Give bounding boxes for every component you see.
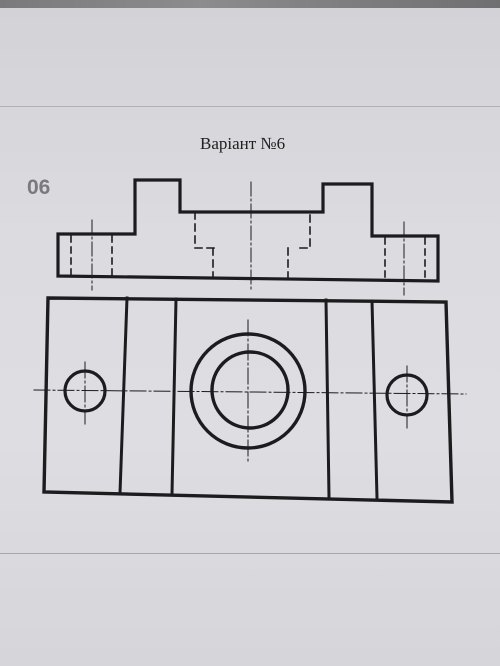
front-view-hidden-right-hole bbox=[384, 237, 426, 281]
front-view-centerlines bbox=[91, 181, 405, 296]
top-view-centerlines bbox=[33, 319, 467, 463]
plastic-sleeve-edge bbox=[0, 0, 500, 10]
front-view-hidden-bore bbox=[194, 211, 311, 279]
paper-fold-line bbox=[0, 553, 500, 554]
paper-sheet bbox=[0, 8, 500, 666]
front-view bbox=[56, 178, 440, 296]
top-view bbox=[33, 296, 467, 504]
top-view-outline bbox=[42, 296, 454, 504]
worksheet-title: Варіант №6 bbox=[200, 134, 286, 153]
top-view-step-lines bbox=[118, 296, 379, 500]
front-view-hidden-left-hole bbox=[70, 235, 113, 277]
paper-crease bbox=[0, 106, 500, 107]
variant-number: 06 bbox=[27, 176, 51, 199]
front-view-outline bbox=[56, 178, 440, 283]
top-view-bore bbox=[210, 350, 290, 430]
